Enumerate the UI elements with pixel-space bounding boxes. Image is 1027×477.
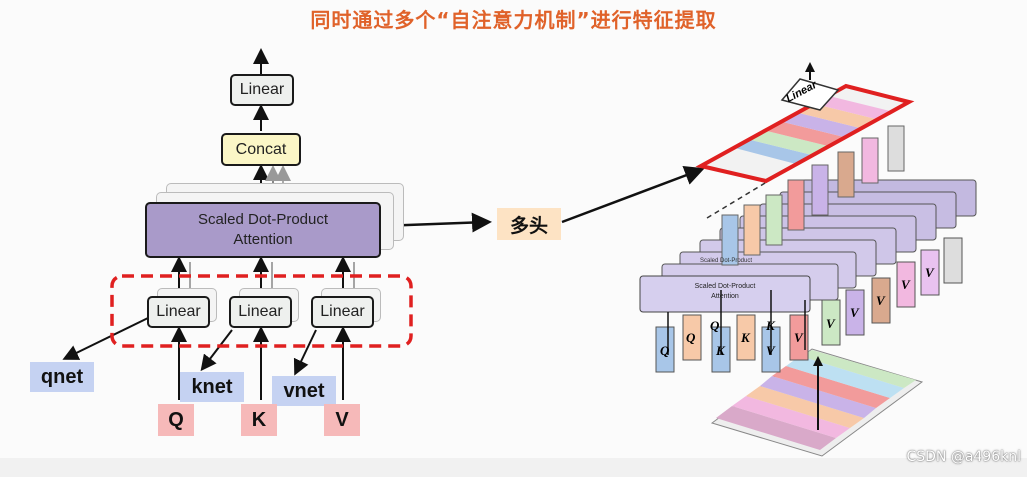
top-linear-box: Linear (230, 74, 294, 106)
knet-label: knet (180, 372, 244, 402)
multi-head-label: 多头 (497, 208, 561, 240)
v-input-label: V (324, 404, 360, 436)
right-input-4: V (766, 343, 775, 358)
stacked-attention-label: Scaled Dot-Product (700, 258, 753, 264)
k-input-label: K (241, 404, 277, 436)
right-attention-line1: Scaled Dot-Product (694, 283, 756, 290)
footer-bar (0, 458, 1027, 477)
right-input-3: K (741, 330, 750, 345)
watermark: CSDN @a496knl (906, 449, 1021, 465)
right-attention-line2: Attention (711, 293, 739, 300)
right-input-2: K (716, 343, 725, 358)
input-embedding-slab (710, 348, 924, 457)
right-input-5: V (794, 330, 803, 345)
linear-highlight-box (110, 274, 413, 348)
concat-box: Concat (221, 133, 301, 166)
right-attention-label: Scaled Dot-Product Attention (640, 282, 810, 302)
right-input-11: K (766, 318, 775, 333)
q-input-label: Q (158, 404, 194, 436)
linear-v-box: Linear (311, 296, 374, 328)
qkv-input-bars (655, 237, 963, 373)
head-output-bars (706, 125, 905, 266)
right-input-0: Q (660, 343, 670, 358)
stack-input-arrows (667, 290, 806, 355)
right-input-12: Q (710, 318, 720, 333)
right-input-8: V (876, 293, 885, 308)
right-input-7: V (850, 305, 859, 320)
qnet-label: qnet (30, 362, 94, 392)
right-input-10: V (925, 265, 934, 280)
right-input-6: V (826, 316, 835, 331)
right-input-1: Q (686, 330, 696, 345)
attention-label-line1: Scaled Dot-Product (197, 211, 329, 228)
right-input-9: V (901, 277, 910, 292)
page-title: 同时通过多个“自注意力机制”进行特征提取 (310, 8, 717, 32)
attention-box: Scaled Dot-Product Attention (145, 202, 381, 258)
attention-label-line2: Attention (233, 231, 293, 248)
linear-q-box: Linear (147, 296, 210, 328)
linear-k-box: Linear (229, 296, 292, 328)
right-linear-slab (695, 62, 915, 184)
vnet-label: vnet (272, 376, 336, 406)
